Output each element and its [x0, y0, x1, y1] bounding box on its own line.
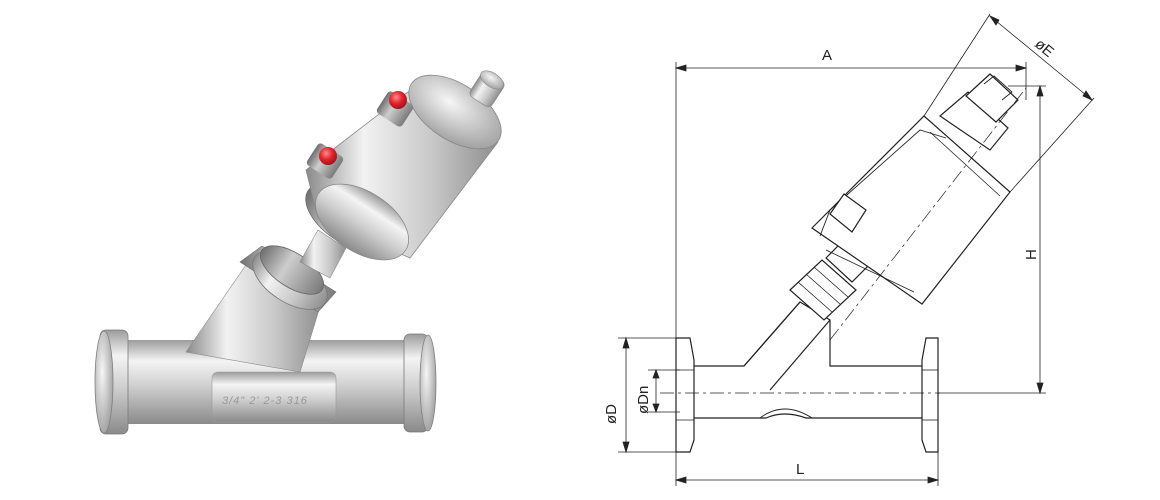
- dimension-H: [938, 84, 1046, 395]
- air-port-cap-lower: [319, 147, 337, 165]
- dimension-A: [674, 62, 1028, 338]
- photo-body: 3/4" 2' 2-3 316: [211, 371, 337, 423]
- label-H: H: [1023, 249, 1040, 260]
- valve-drawing: [618, 13, 1095, 486]
- dimension-Dn: [648, 368, 680, 414]
- drawing-neck: [743, 241, 869, 391]
- dimension-L: [674, 452, 940, 486]
- label-E: øE: [1031, 35, 1057, 60]
- label-A: A: [822, 47, 832, 64]
- label-D: øD: [603, 404, 620, 424]
- body-engraving: 3/4" 2' 2-3 316: [222, 395, 308, 407]
- label-Dn: øDn: [635, 386, 652, 414]
- drawing-body: [660, 301, 940, 453]
- air-port-cap-upper: [389, 91, 407, 109]
- dimension-E: [923, 13, 1095, 193]
- drawing-actuator: [811, 73, 1027, 341]
- photo-stem: [299, 229, 347, 279]
- valve-photo: 3/4" 2' 2-3 316: [94, 70, 505, 435]
- dimension-D: [618, 336, 680, 454]
- label-L: L: [796, 461, 804, 478]
- photo-actuator: [305, 70, 505, 261]
